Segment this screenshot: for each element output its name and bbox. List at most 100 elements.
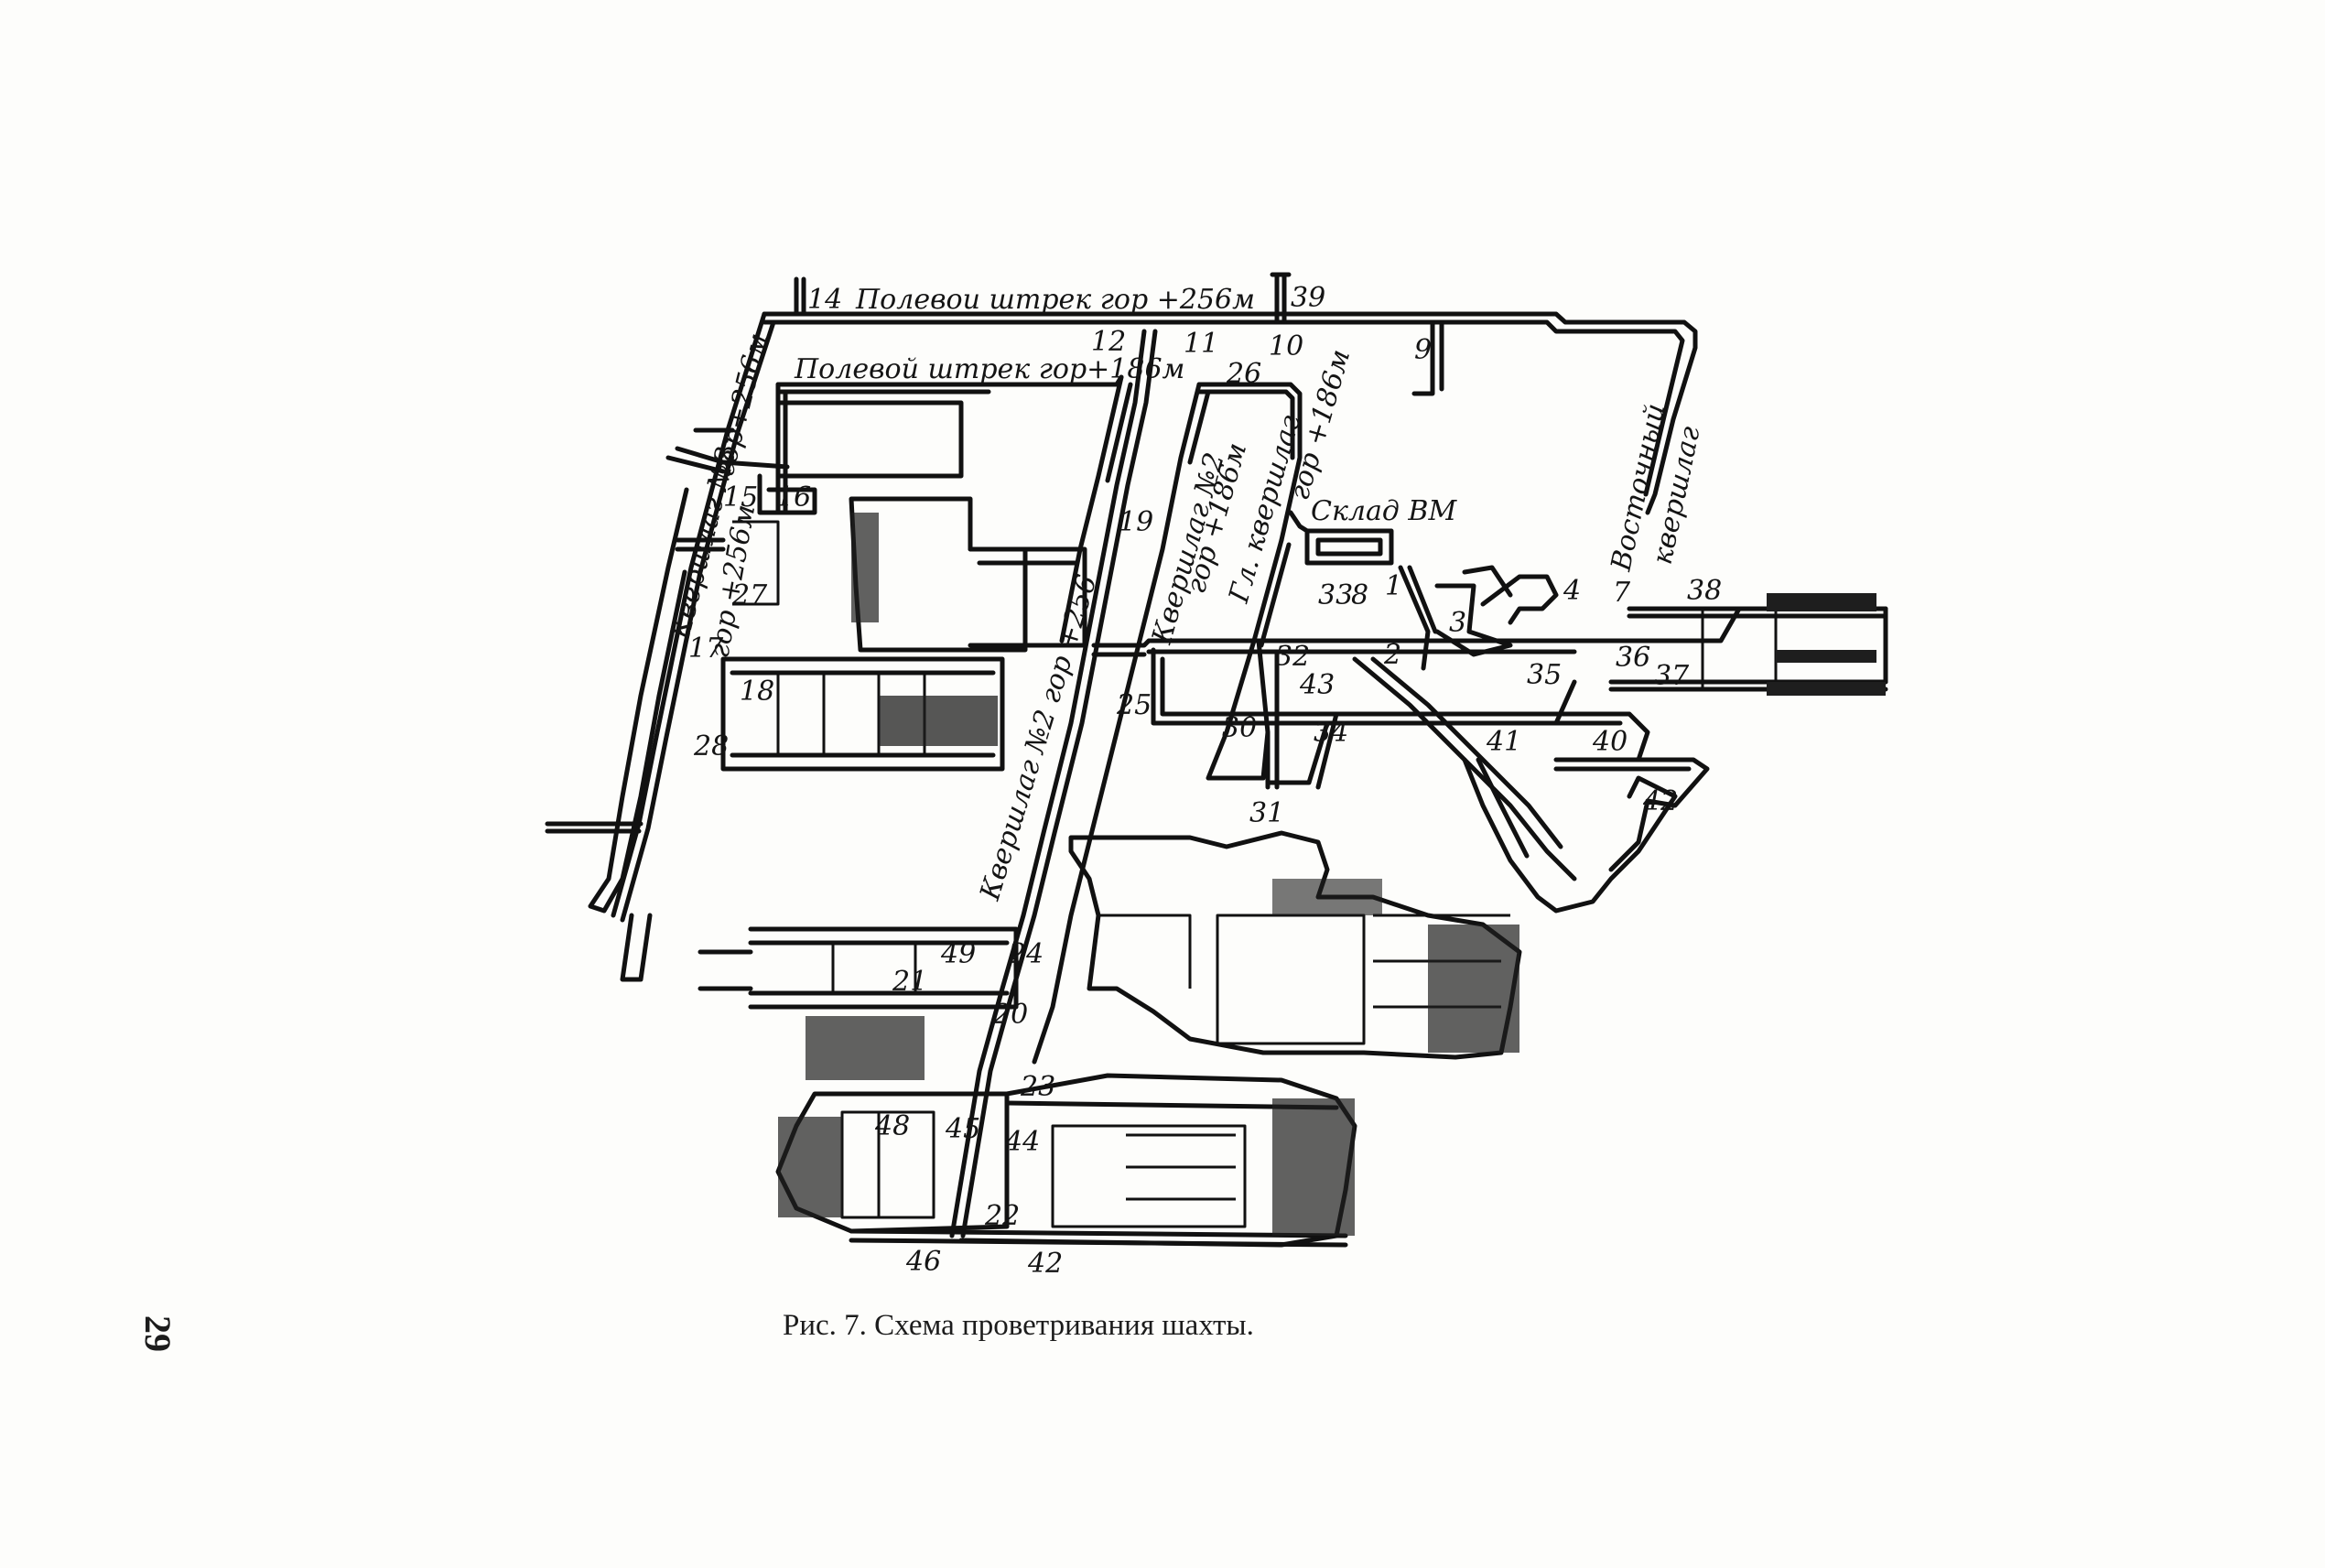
point-label: 44 [1004,1126,1040,1158]
point-label: 39 [1291,282,1325,314]
drift-186-label: Полевой штрек гор+186м [794,353,1184,385]
crosscut-3-outer [588,487,689,914]
point-label: 27 [731,579,768,611]
point-label: 35 [1527,659,1562,691]
goaf-21 [806,1016,925,1080]
explosives-store-box [1304,528,1394,566]
crosscut-2-lower-line [949,329,1158,1238]
branch-34 [1265,711,1339,790]
main-crosscut-line [1206,537,1292,781]
drift-east [1608,606,1888,692]
point-label: 20 [992,999,1028,1031]
explosives-store-label: Склад ВМ [1311,495,1457,527]
branch-256-left [665,446,790,474]
point-label: 9 [1414,334,1432,366]
drift-256-label: Полевои штрек гор +256м [855,284,1255,316]
incline-1 [1398,565,1438,671]
goaf-lower-right [1428,925,1519,1053]
block-21-49 [748,926,1019,1010]
block-21-inner [831,943,917,993]
explosives-store-line [1288,510,1310,534]
point-label: 33 [1318,579,1353,611]
point-label: 15 [723,481,758,514]
point-label: 1 [1385,570,1402,602]
point-label: 8 [1351,579,1368,611]
goaf-block-mid [851,513,879,622]
point-label: 4 [1563,575,1581,607]
block-left-stub [698,949,753,991]
crosscut-2-inner [1059,374,1133,643]
drift-central [1091,606,1888,685]
crosscut-3-line [611,311,776,923]
page-number: 29 [137,1315,178,1352]
shaft-39 [1270,272,1292,325]
drift-256-line [762,311,1698,515]
block-42 [1553,757,1710,872]
diag-41 [1352,656,1577,881]
block-lower-inner [1098,914,1510,1045]
point-label: 42 [1027,1248,1063,1280]
figure-caption: Рис. 7. Схема проветривания шахты. [783,1309,1254,1342]
point-label: 21 [892,966,927,998]
point-label: 7 [1613,577,1631,609]
point-label: 14 [807,284,842,316]
point-label: 49 [940,938,976,970]
point-label: 2 [1383,639,1401,671]
point-label: 37 [1654,660,1690,692]
shaft-9 [1411,319,1444,396]
point-labels: 14 39 12 11 10 9 26 19 15 16 27 17 18 28… [688,282,1722,1280]
working-names: Полевои штрек гор +256м Полевой штрек го… [665,284,1707,904]
goaf-east-mid [1776,650,1876,663]
point-label: 11 [1184,328,1218,360]
point-label: 42 [1642,785,1678,817]
diag-bottom-right [1462,757,1678,914]
point-label: 45 [945,1113,980,1145]
drift-central-lower [1151,647,1577,726]
point-label: 32 [1275,641,1310,673]
west-branch [675,427,735,552]
point-label: 10 [1269,330,1303,362]
point-label: 3 [1449,607,1466,639]
crosscut-2-upper-line [1196,382,1303,543]
point-label: 43 [1299,669,1335,701]
point-label: 46 [905,1246,941,1278]
goaf-east-top [1767,593,1876,611]
point-label: 41 [1486,726,1521,758]
point-label: 12 [1091,326,1126,358]
loop-4 [1480,574,1559,625]
point-label: 30 [1222,712,1257,744]
goaf-hatching [778,513,1886,1236]
goaf-lower-center [1272,879,1382,915]
goaf-east-bot [1767,682,1886,696]
point-label: 19 [1119,506,1153,538]
point-label: 38 [1687,575,1722,607]
block-40 [1517,711,1650,762]
point-label: 24 [1008,938,1044,970]
point-label: 25 [1116,689,1152,721]
branch-31 [1256,638,1280,790]
block-16 [757,473,817,515]
point-label: 17 [688,633,724,665]
block-23-inner [1051,1124,1247,1228]
crosscut-26-diag [1032,382,1211,1065]
block-18-inner [776,673,926,755]
goaf-23 [1272,1098,1355,1236]
mine-workings [545,272,1888,1248]
crosscut-3-end [620,913,653,982]
point-label: 22 [984,1200,1020,1232]
bottom-drift [849,1228,1348,1248]
east-block-frame [1701,609,1778,689]
frame-186-top [775,400,964,479]
shaft-14 [794,276,806,317]
point-label: 36 [1616,642,1650,674]
block-27 [732,520,780,606]
point-label: 28 [693,730,729,762]
point-label: 18 [740,676,774,708]
point-label: 40 [1592,726,1628,758]
point-label: 23 [1020,1071,1055,1103]
block-18 [720,656,1005,772]
point-label: 31 [1249,797,1284,829]
point-label: 34 [1314,717,1348,749]
crosscut-3-level-label: гор+256м [708,330,775,480]
